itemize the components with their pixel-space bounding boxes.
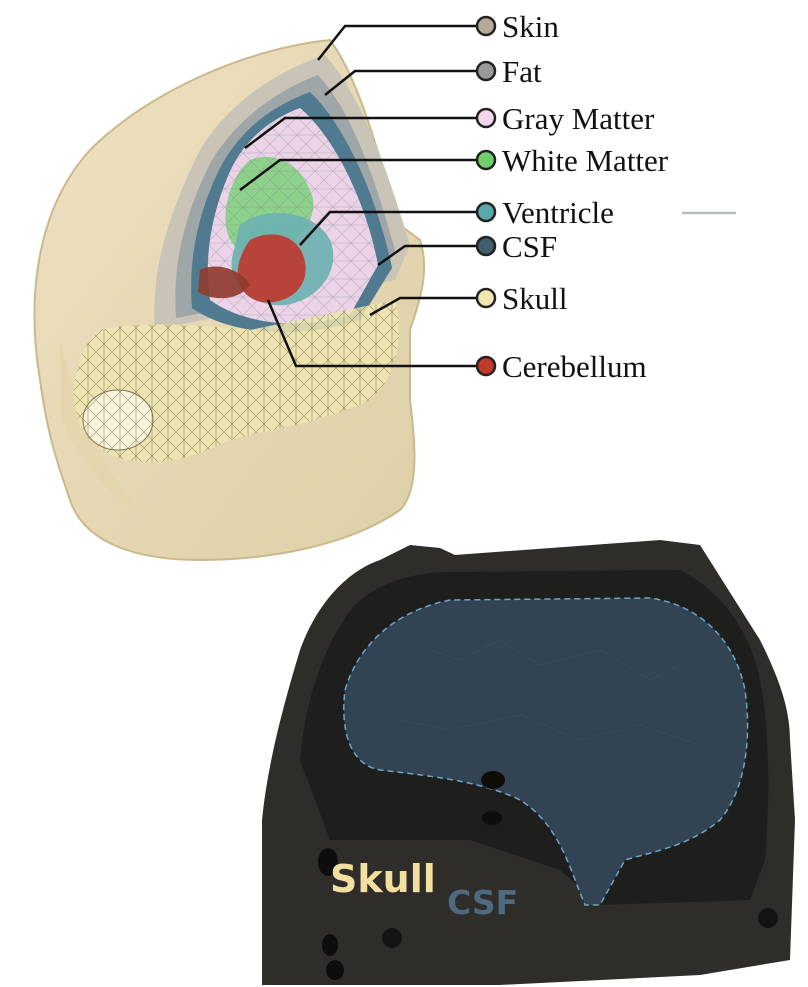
legend-label-cerebellum: Cerebellum [502,351,647,382]
legend-dot-fat [477,62,495,80]
legend-dot-gray-matter [477,109,495,127]
cerebellum-layer [238,234,306,302]
legend-label-skin: Skin [502,11,559,42]
legend-label-skull: Skull [502,283,567,314]
legend-label-fat: Fat [502,56,542,87]
legend-dot-skin [477,17,495,35]
legend-label-gray-matter: Gray Matter [502,103,654,134]
legend-label-ventricle: Ventricle [502,197,614,228]
legend-dot-csf [477,237,495,255]
phantom-photo [262,540,795,985]
legend-dot-skull [477,289,495,307]
photo-label-skull: Skull [330,860,436,898]
legend-label-white-matter: White Matter [502,145,668,176]
legend-dots [477,17,495,375]
photo-label-csf: CSF [447,886,518,919]
legend-dot-white-matter [477,151,495,169]
legend-label-csf: CSF [502,231,557,262]
legend-dot-cerebellum [477,357,495,375]
legend-dot-ventricle [477,203,495,221]
